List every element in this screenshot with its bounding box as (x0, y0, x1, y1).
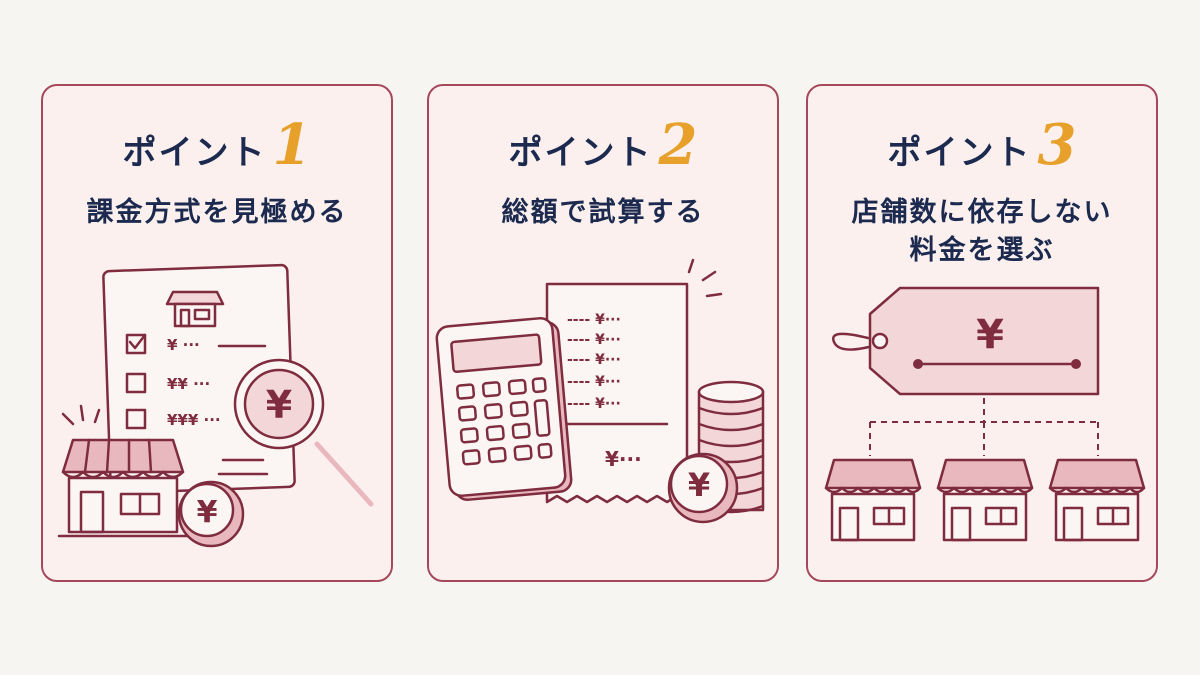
list-row-text: ¥¥ ··· (167, 375, 210, 393)
connector-lines (869, 398, 1099, 456)
storefront-icon (1048, 458, 1146, 542)
point-title-line: 店舗数に依存しない (851, 197, 1113, 228)
yen-symbol: ¥ (197, 495, 218, 530)
point-number: 3 (1037, 112, 1077, 178)
checkbox (125, 408, 147, 430)
yen-coin-icon: ¥ (177, 480, 245, 548)
storefront-icon (936, 458, 1034, 542)
point-number: 2 (658, 112, 698, 178)
point-title-line: 料金を選ぶ (909, 235, 1055, 266)
illustration-1: ¥ ··· ¥¥ ··· ¥¥¥ ··· ¥ (57, 263, 374, 548)
receipt-row: ---- ¥··· (567, 352, 621, 368)
point-title-2: 総額で試算する (429, 194, 777, 232)
point-title-1: 課金方式を見極める (43, 194, 391, 232)
yen-symbol: ¥ (976, 312, 1004, 358)
checkbox-checked (125, 333, 147, 355)
storefront-icon (57, 438, 191, 538)
point-label: ポイント (508, 133, 653, 173)
magnifier-icon: ¥ (233, 358, 374, 507)
receipt-row: ---- ¥··· (567, 312, 621, 328)
point-title-3: 店舗数に依存しない 料金を選ぶ (808, 194, 1156, 270)
storefront-icon (824, 458, 922, 542)
list-row-text: ¥ ··· (167, 336, 200, 354)
receipt-total: ¥··· (605, 447, 642, 471)
yen-coin-icon: ¥ (667, 452, 739, 524)
point-number: 1 (272, 112, 312, 178)
point-label: ポイント (887, 133, 1032, 173)
receipt-row: ---- ¥··· (567, 396, 621, 412)
price-tag-icon: ¥ (832, 286, 1100, 396)
calculator-icon (435, 317, 573, 501)
point-label: ポイント (122, 133, 267, 173)
receipt-row: ---- ¥··· (567, 332, 621, 348)
point-title-line: 課金方式を見極める (86, 197, 348, 228)
yen-symbol: ¥ (266, 383, 292, 427)
illustration-3: ¥ (824, 286, 1146, 542)
point-title-line: 総額で試算する (501, 197, 705, 228)
list-row-text: ¥¥¥ ··· (167, 411, 221, 429)
receipt-row: ---- ¥··· (567, 374, 621, 390)
checkbox (125, 372, 147, 394)
illustration-2: ---- ¥··· ---- ¥··· ---- ¥··· ---- ¥··· … (435, 258, 765, 524)
yen-symbol: ¥ (688, 466, 710, 504)
